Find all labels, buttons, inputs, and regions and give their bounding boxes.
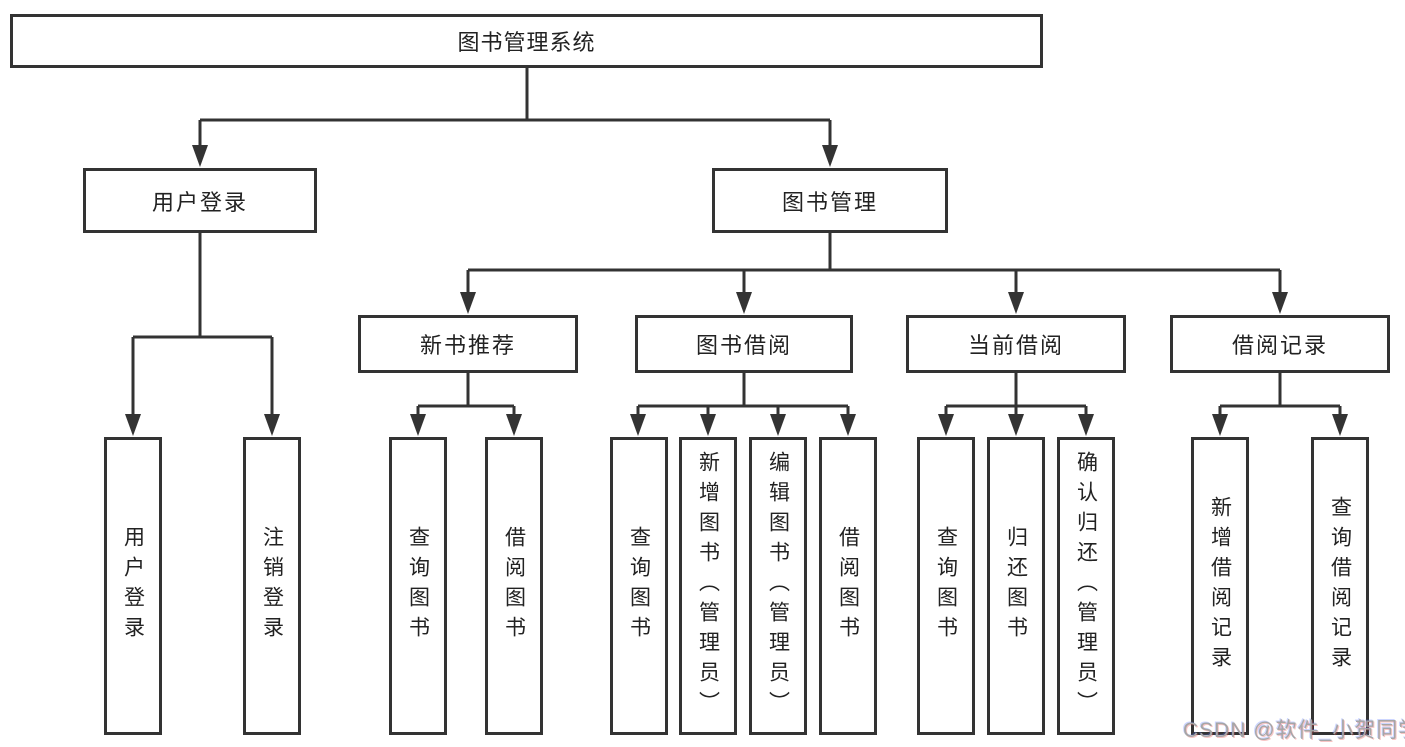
- node-book-management-label: 图书管理: [781, 189, 878, 215]
- leaf-user-login-label: 用户登录: [121, 526, 145, 646]
- node-user-login: 用户登录: [83, 168, 317, 233]
- arrow-down-icons: [125, 145, 1348, 436]
- node-current-borrowing: 当前借阅: [906, 315, 1126, 373]
- node-user-login-label: 用户登录: [151, 189, 248, 215]
- leaf-borrowing-add-books-admin-label: 新增图书（管理员）: [696, 451, 720, 721]
- leaf-borrowing-borrow-books: 借阅图书: [819, 437, 877, 735]
- node-root: 图书管理系统: [10, 14, 1043, 68]
- branch-lines: [131, 68, 1342, 421]
- node-borrowing-records-label: 借阅记录: [1231, 333, 1328, 358]
- leaf-records-query-record-label: 查询借阅记录: [1328, 496, 1352, 676]
- leaf-borrowing-add-books-admin: 新增图书（管理员）: [679, 437, 737, 735]
- node-book-borrowing: 图书借阅: [635, 315, 853, 373]
- csdn-watermark: CSDN @软件_小贺同学: [1183, 719, 1405, 742]
- leaf-current-return-books: 归还图书: [987, 437, 1045, 735]
- leaf-borrowing-borrow-books-label: 借阅图书: [836, 526, 860, 646]
- leaf-borrowing-edit-books-admin: 编辑图书（管理员）: [749, 437, 807, 735]
- leaf-borrowing-query-books-label: 查询图书: [627, 526, 651, 646]
- node-book-management: 图书管理: [712, 168, 948, 233]
- leaf-current-query-books: 查询图书: [917, 437, 975, 735]
- leaf-records-add-record: 新增借阅记录: [1191, 437, 1249, 735]
- leaf-current-return-books-label: 归还图书: [1004, 526, 1028, 646]
- leaf-recommend-borrow-books-label: 借阅图书: [502, 526, 526, 646]
- leaf-borrowing-edit-books-admin-label: 编辑图书（管理员）: [766, 451, 790, 721]
- leaf-logout-label: 注销登录: [260, 526, 284, 646]
- leaf-current-confirm-return-admin: 确认归还（管理员）: [1057, 437, 1115, 735]
- leaf-recommend-query-books-label: 查询图书: [406, 526, 430, 646]
- node-root-label: 图书管理系统: [457, 30, 596, 55]
- leaf-borrowing-query-books: 查询图书: [610, 437, 668, 735]
- leaf-current-query-books-label: 查询图书: [934, 526, 958, 646]
- node-borrowing-records: 借阅记录: [1170, 315, 1390, 373]
- leaf-records-query-record: 查询借阅记录: [1311, 437, 1369, 735]
- leaf-recommend-borrow-books: 借阅图书: [485, 437, 543, 735]
- leaf-user-login: 用户登录: [104, 437, 162, 735]
- node-new-book-recommend-label: 新书推荐: [419, 333, 516, 358]
- leaf-logout: 注销登录: [243, 437, 301, 735]
- node-book-borrowing-label: 图书借阅: [695, 333, 792, 358]
- node-new-book-recommend: 新书推荐: [358, 315, 578, 373]
- leaf-recommend-query-books: 查询图书: [389, 437, 447, 735]
- node-current-borrowing-label: 当前借阅: [967, 333, 1064, 358]
- leaf-current-confirm-return-admin-label: 确认归还（管理员）: [1074, 451, 1098, 721]
- leaf-records-add-record-label: 新增借阅记录: [1208, 496, 1232, 676]
